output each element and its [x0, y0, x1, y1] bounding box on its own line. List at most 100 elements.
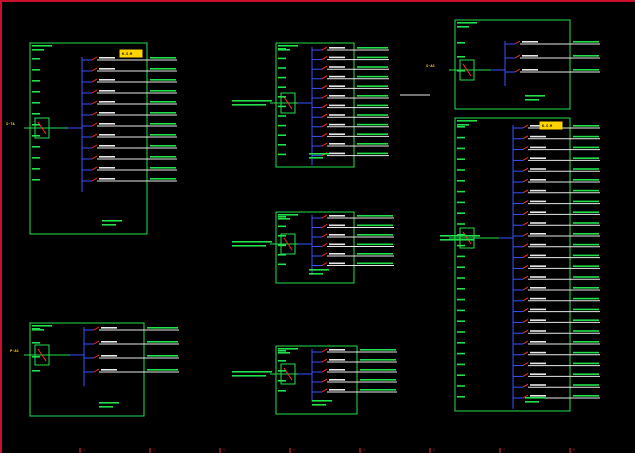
circuit-number [32, 328, 40, 330]
circuit-label [522, 55, 538, 57]
cable-spec-text [573, 125, 599, 127]
circuit-number [278, 48, 286, 50]
circuit-number [457, 374, 465, 376]
circuit-number [457, 298, 465, 301]
circuit-label [530, 189, 546, 192]
main-breaker-symbol [283, 96, 293, 110]
branch-breaker [321, 75, 328, 80]
feed-label: S-AS [426, 64, 435, 68]
circuit-label [530, 168, 546, 170]
circuit-label [530, 362, 546, 365]
branch-breaker [522, 232, 529, 237]
cable-spec-text [360, 369, 396, 371]
circuit-label [530, 157, 546, 159]
branch-breaker [522, 189, 529, 194]
cable-spec-text [573, 351, 599, 354]
cable-spec-text [573, 254, 599, 257]
circuit-label [530, 200, 546, 203]
branch-breaker [522, 146, 529, 151]
branch-breaker [522, 178, 529, 183]
circuit-label [530, 297, 546, 300]
panel-header-text [457, 120, 477, 122]
circuit-number [278, 360, 286, 362]
branch-breaker [91, 100, 98, 105]
cable-spec-text [573, 200, 599, 203]
cable-spec-text [357, 143, 388, 145]
panel-enclosure [454, 19, 571, 110]
main-breaker-symbol [283, 237, 293, 251]
panel-header-text [457, 22, 477, 24]
cable-spec-text [357, 56, 388, 59]
circuit-label [329, 85, 345, 87]
circuit-label [530, 341, 546, 343]
circuit-number [457, 147, 465, 150]
branch-breaker [91, 177, 98, 182]
frame-tick-label: 8 [573, 448, 575, 452]
cable-spec-text [150, 167, 176, 169]
cable-spec-text [573, 157, 599, 159]
cable-spec-text [150, 112, 176, 114]
branch-breaker [91, 89, 98, 94]
panel-footer-text [99, 406, 113, 408]
circuit-number [457, 212, 465, 214]
panel-header-text [457, 26, 469, 28]
branch-breaker [522, 351, 529, 356]
circuit-number [457, 244, 465, 247]
circuit-label [329, 234, 345, 236]
frame-tick-label: 2 [153, 448, 155, 452]
frame-tick-label: 4 [293, 448, 295, 452]
branch-breaker [522, 135, 529, 140]
circuit-label [329, 243, 345, 246]
branch-breaker [522, 383, 529, 388]
panel-header-text [278, 348, 298, 350]
circuit-number [32, 179, 40, 181]
circuit-number [32, 69, 40, 71]
panel-tag-box [119, 49, 143, 58]
cable-spec-text [573, 189, 599, 192]
panel-enclosure [454, 117, 571, 412]
cable-spec-text [573, 146, 599, 149]
branch-breaker [93, 354, 100, 359]
circuit-number [278, 153, 286, 156]
branch-breaker [91, 122, 98, 127]
panel-footer-text [99, 402, 119, 404]
panel-footer-text [309, 153, 329, 155]
circuit-label [530, 373, 546, 375]
circuit-label [101, 327, 117, 329]
circuit-number [457, 70, 465, 72]
circuit-label [99, 178, 115, 180]
cable-spec-text [573, 276, 599, 278]
cable-spec-text [360, 349, 396, 351]
circuit-number [278, 390, 286, 392]
main-breaker-box [459, 227, 475, 249]
circuit-number [278, 350, 286, 352]
panel-header-text [278, 218, 290, 220]
panel-tag: K.S.M [542, 124, 552, 128]
circuit-label [530, 125, 546, 127]
circuit-label [530, 395, 546, 397]
feeder-annotation [232, 375, 266, 377]
branch-breaker [522, 308, 529, 313]
main-breaker-box [34, 344, 50, 366]
cable-spec-text [357, 104, 388, 107]
cable-spec-text [357, 133, 388, 135]
cable-spec-text [357, 215, 393, 217]
cable-spec-text [573, 233, 599, 235]
cable-spec-text [573, 69, 599, 71]
cable-spec-text [573, 243, 599, 246]
panel-header-text [457, 124, 469, 126]
main-breaker-symbol [462, 63, 472, 77]
frame-tick-label: 3 [223, 448, 225, 452]
panel-header-text [278, 45, 298, 47]
circuit-label [329, 369, 345, 371]
panel-header-text [278, 352, 290, 354]
cable-spec-text [357, 123, 388, 126]
circuit-label [99, 134, 115, 136]
main-breaker-symbol [37, 348, 47, 362]
cable-spec-text [357, 152, 388, 155]
cable-spec-text [147, 369, 178, 371]
cable-spec-text [357, 75, 388, 78]
branch-breaker [321, 123, 328, 128]
branch-breaker [91, 166, 98, 171]
